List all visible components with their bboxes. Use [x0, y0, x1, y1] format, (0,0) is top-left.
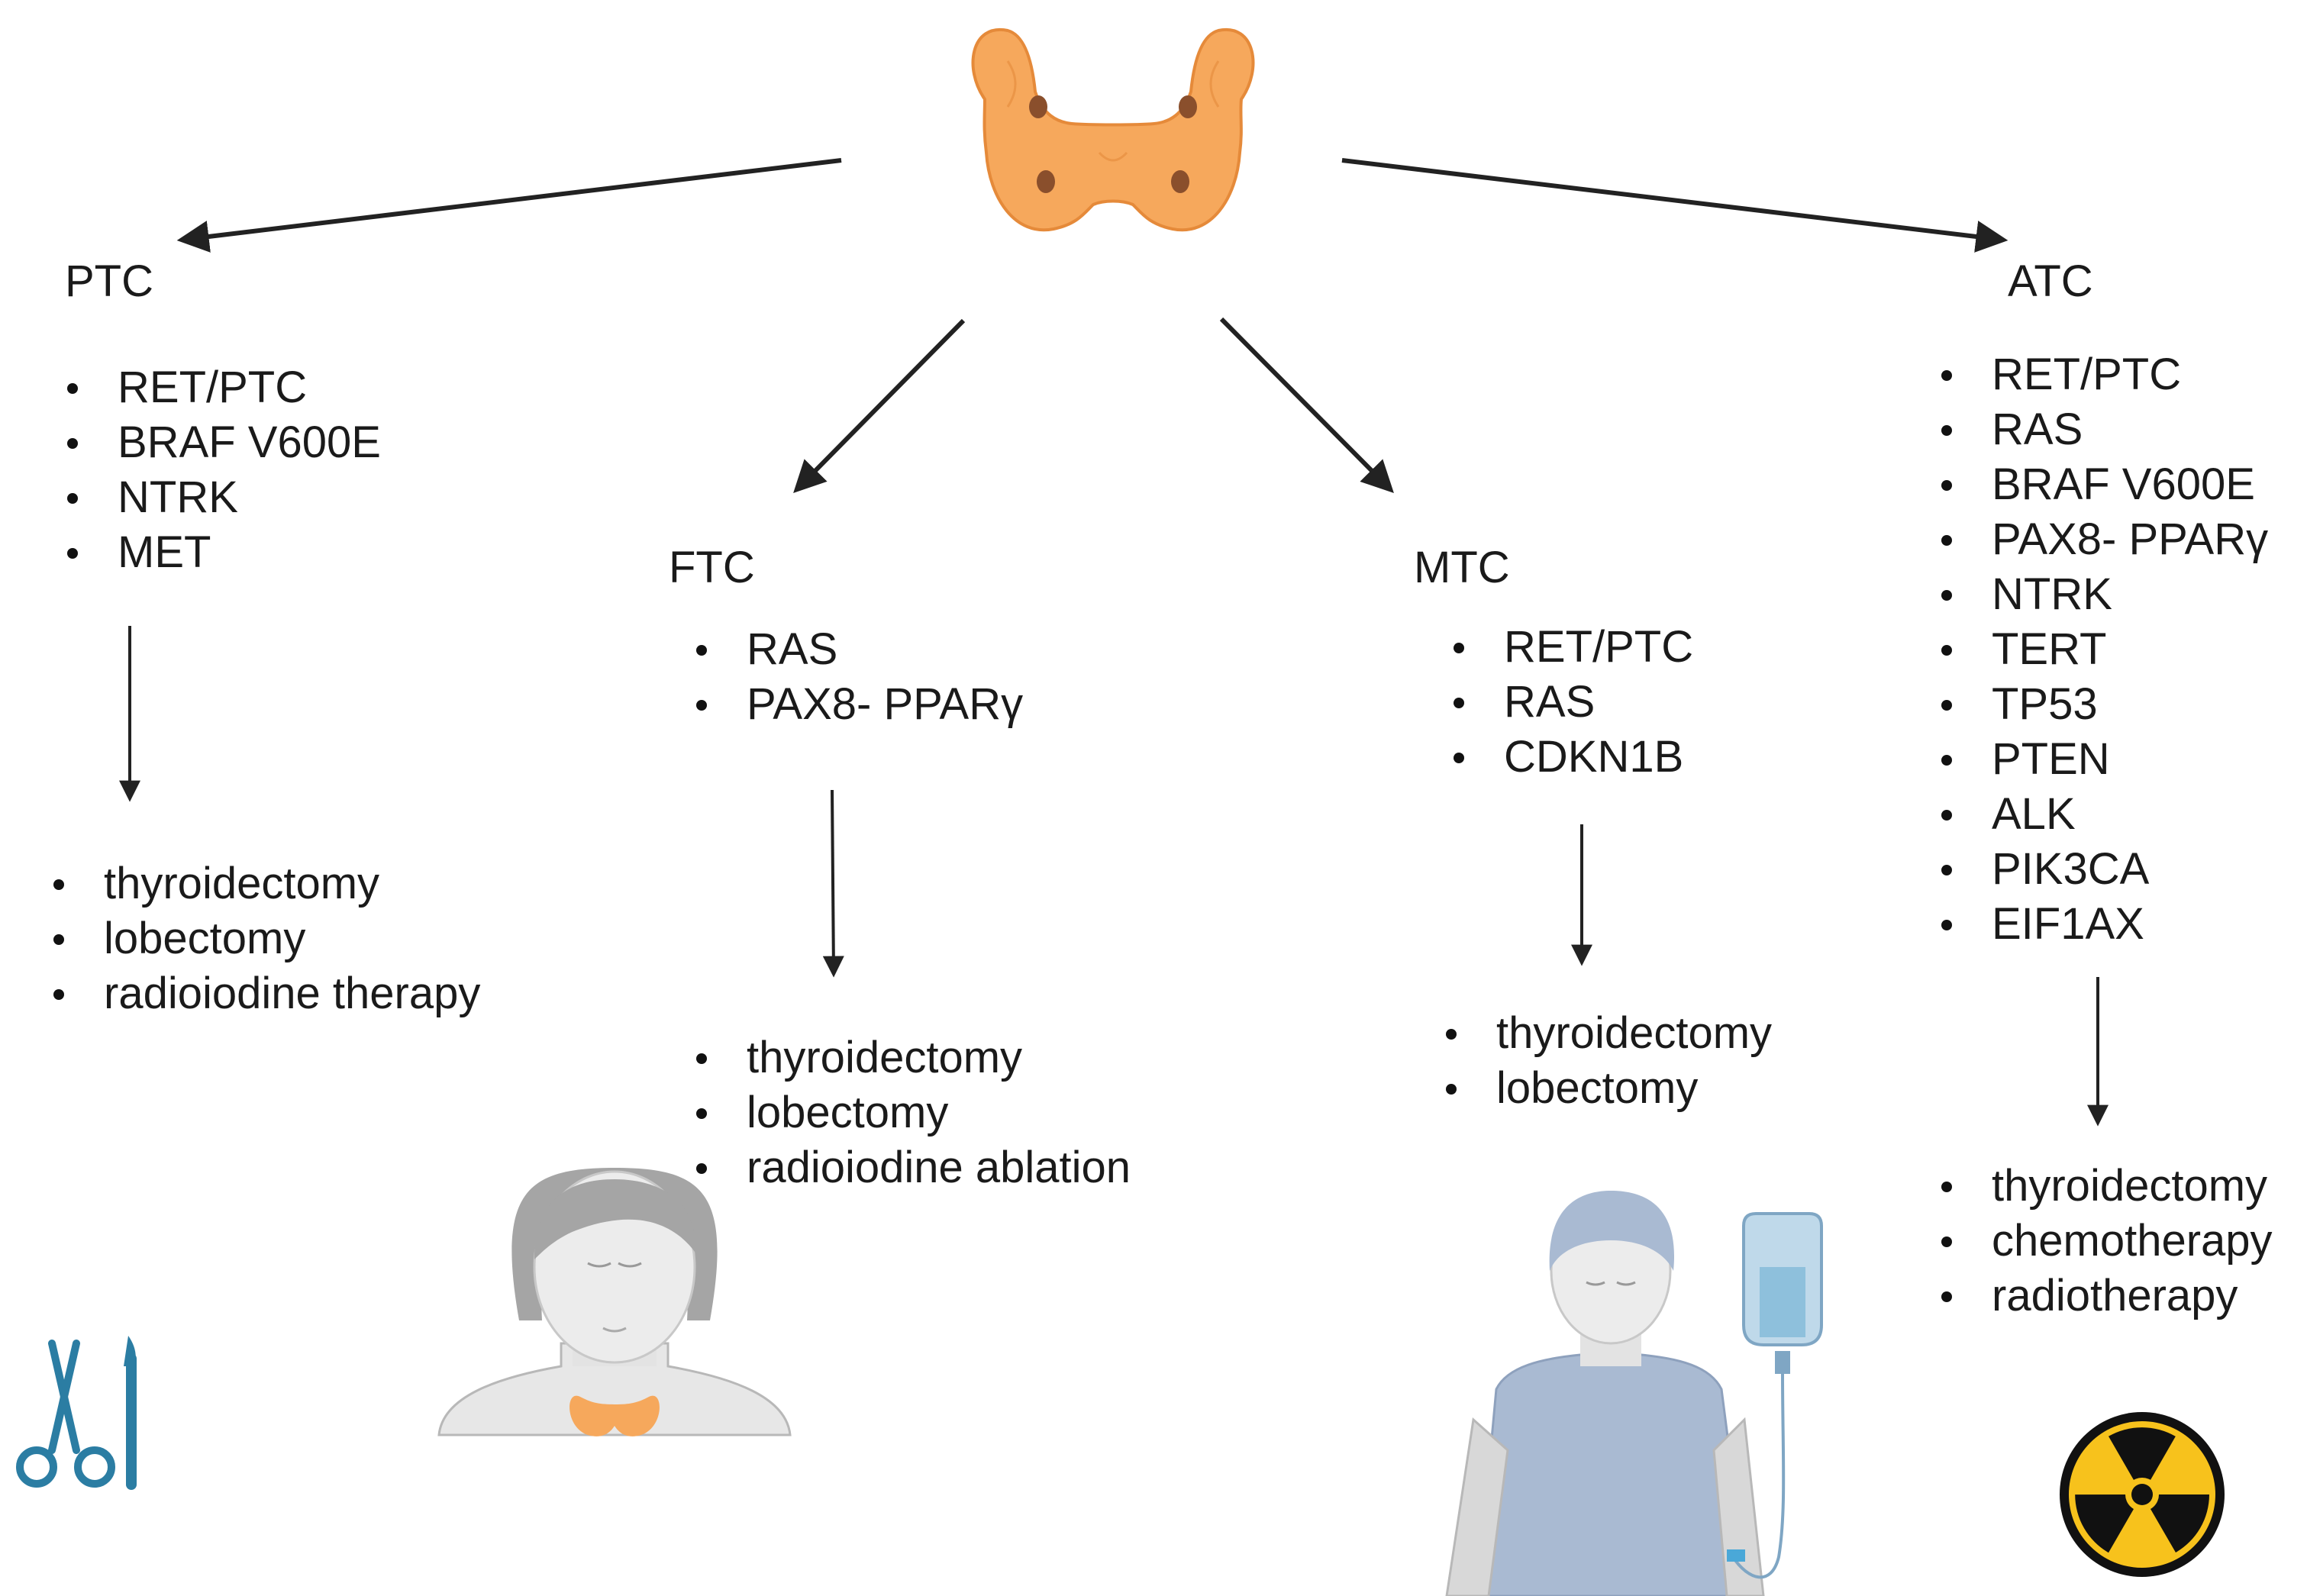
ptc-treatment-list: thyroidectomy lobectomy radioiodine ther… — [53, 856, 480, 1021]
list-item: thyroidectomy — [1941, 1159, 2273, 1214]
list-item: chemotherapy — [1941, 1214, 2273, 1269]
list-item: PAX8- PPARγ — [1941, 512, 2268, 567]
list-item: BRAF V600E — [67, 415, 381, 470]
list-item: EIF1AX — [1941, 897, 2268, 952]
list-item: RAS — [1941, 402, 2268, 457]
ftc-title: FTC — [669, 543, 755, 592]
list-item: radioiodine therapy — [53, 966, 480, 1021]
ftc-mutation-list: RAS PAX8- PPARγ — [696, 622, 1023, 732]
list-item: thyroidectomy — [1446, 1006, 1772, 1061]
list-item: thyroidectomy — [696, 1030, 1131, 1085]
list-item: PTEN — [1941, 732, 2268, 787]
atc-treatment-list: thyroidectomy chemotherapy radiotherapy — [1941, 1159, 2273, 1324]
list-item: CDKN1B — [1454, 730, 1693, 785]
list-item: RET/PTC — [1941, 347, 2268, 402]
atc-title: ATC — [2008, 256, 2093, 306]
list-item: NTRK — [1941, 567, 2268, 622]
list-item: RET/PTC — [1454, 620, 1693, 675]
ptc-title: PTC — [65, 256, 153, 306]
list-item: NTRK — [67, 470, 381, 525]
list-item: RAS — [696, 622, 1023, 677]
list-item: RET/PTC — [67, 360, 381, 415]
mtc-treatment-list: thyroidectomy lobectomy — [1446, 1006, 1772, 1116]
list-item: MET — [67, 525, 381, 580]
list-item: thyroidectomy — [53, 856, 480, 911]
list-item: ALK — [1941, 787, 2268, 842]
atc-mutation-list: RET/PTC RAS BRAF V600E PAX8- PPARγ NTRK … — [1941, 347, 2268, 952]
list-item: TERT — [1941, 622, 2268, 677]
arrow-to-ptc — [176, 158, 842, 253]
arrow-ftc-treatment — [822, 789, 844, 978]
arrow-to-ftc — [793, 318, 966, 493]
list-item: radioiodine ablation — [696, 1140, 1131, 1195]
list-item: TP53 — [1941, 677, 2268, 732]
ptc-mutation-list: RET/PTC BRAF V600E NTRK MET — [67, 360, 381, 580]
ftc-treatment-list: thyroidectomy lobectomy radioiodine abla… — [696, 1030, 1131, 1195]
mtc-title: MTC — [1414, 543, 1510, 592]
mtc-mutation-list: RET/PTC RAS CDKN1B — [1454, 620, 1693, 785]
arrow-to-mtc — [1219, 317, 1394, 493]
list-item: lobectomy — [1446, 1061, 1772, 1116]
list-item: PAX8- PPARγ — [696, 677, 1023, 732]
list-item: PIK3CA — [1941, 842, 2268, 897]
list-item: radiotherapy — [1941, 1269, 2273, 1324]
arrow-to-atc — [1341, 158, 2009, 253]
list-item: lobectomy — [696, 1085, 1131, 1140]
list-item: BRAF V600E — [1941, 457, 2268, 512]
list-item: lobectomy — [53, 911, 480, 966]
list-item: RAS — [1454, 675, 1693, 730]
